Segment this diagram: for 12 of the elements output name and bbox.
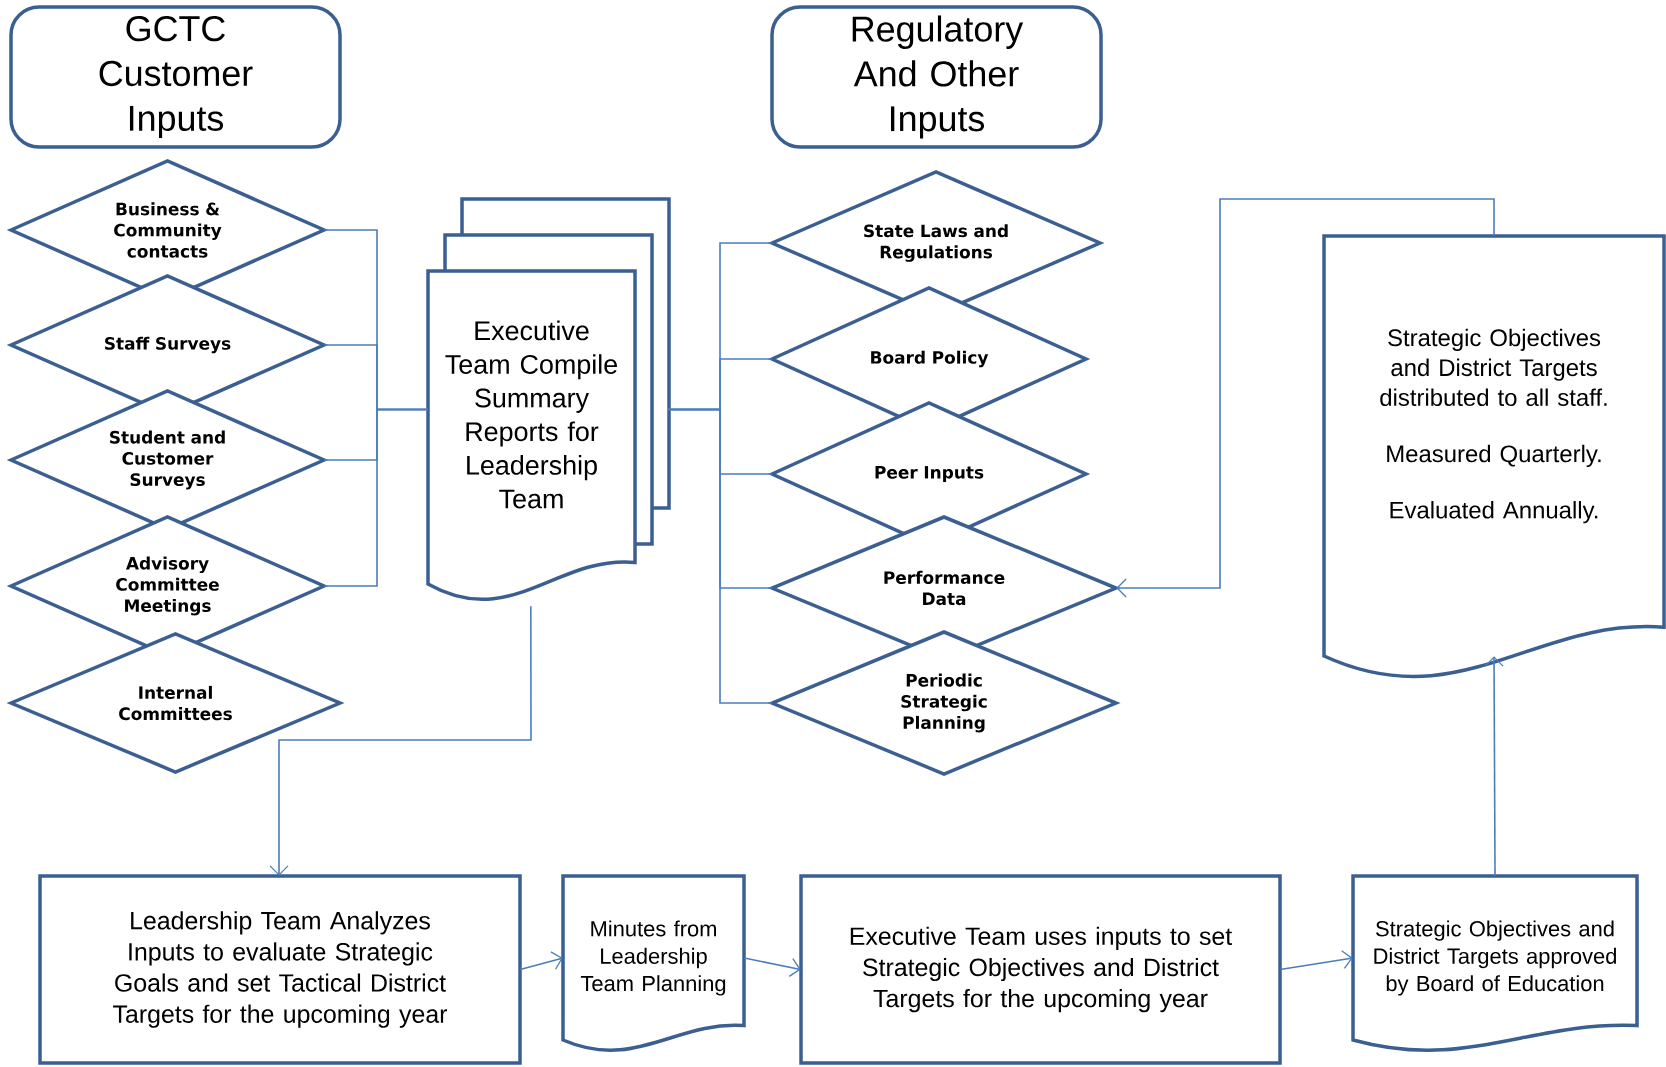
process-box: Leadership Team Analyzes Inputs to evaluate Strategic Goals and set Tactical District Targets for the upcoming year [38, 874, 522, 1065]
arrow [1116, 198, 1495, 598]
connector-line [667, 408, 773, 704]
connector-line [323, 408, 429, 587]
header-box: GCTC Customer Inputs [9, 5, 342, 149]
arrow [1279, 950, 1353, 971]
arrow [519, 951, 563, 971]
process-box: Executive Team uses inputs to set Strategic Objectives and District Targets for the upcoming year [799, 874, 1282, 1065]
arrow [743, 957, 801, 977]
header-box: Regulatory And Other Inputs [770, 5, 1103, 149]
arrow [1484, 656, 1504, 877]
arrow [269, 605, 532, 876]
